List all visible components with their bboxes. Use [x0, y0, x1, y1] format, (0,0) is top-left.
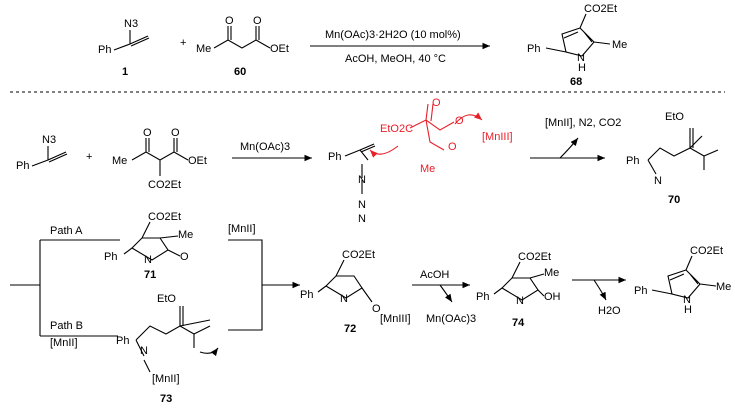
compound-number-70: 70 [668, 194, 680, 206]
ethoxy-label: OEt [188, 155, 207, 167]
methyl-label: Me [178, 229, 193, 241]
conditions-above: Mn(OAc)3·2H2O (10 mol%) [325, 29, 461, 41]
malonate-structure: O O Me OEt CO2Et [112, 127, 207, 191]
compound-number-60: 60 [234, 66, 246, 78]
azide-label: N3 [42, 134, 56, 146]
manganese-label: [MnII] [152, 373, 180, 385]
water-label: H2O [598, 305, 621, 317]
compound-number-68: 68 [570, 76, 582, 88]
reactant-1-structure: N3 Ph 1 [98, 18, 150, 78]
reagent-label: Mn(OAc)3 [240, 141, 290, 153]
methyl-label: Me [112, 155, 127, 167]
path-a-label: Path A [50, 225, 83, 237]
methyl-label: Me [196, 43, 211, 55]
nitrogen-label: N [340, 293, 348, 305]
intermediate-74-structure: CO2Et Me OH Ph N 74 [476, 251, 561, 329]
ester-label: EtO2C [380, 123, 413, 135]
acetic-acid-label: AcOH [420, 269, 449, 281]
ester-label: CO2Et [148, 211, 181, 223]
azide-reactant-row1: N3 Ph [16, 134, 68, 172]
nitrogen-label: N [144, 254, 152, 266]
phenyl-label: Ph [626, 155, 639, 167]
manganese-complex-structure: Ph N N N EtO2C O O O Me [MnIII] [328, 97, 513, 225]
compound-number-1: 1 [122, 66, 128, 78]
ester-label: CO2Et [342, 249, 375, 261]
phenyl-label: Ph [116, 335, 129, 347]
ester-label: CO2Et [518, 251, 551, 263]
methyl-label: Me [420, 163, 435, 175]
compound-number-71: 71 [144, 269, 156, 281]
azide-label: N3 [124, 18, 138, 30]
phenyl-label: Ph [527, 43, 540, 55]
oxygen-ring: O [455, 115, 464, 127]
oxygen-label: O [372, 303, 381, 315]
plus-sign-row1: + [86, 151, 92, 163]
ethoxy-label: EtO [665, 111, 684, 123]
nitrogen-label: N [654, 175, 662, 187]
ester-label: CO2Et [148, 179, 181, 191]
conditions-below: AcOH, MeOH, 40 °C [345, 53, 446, 65]
methyl-label: Me [716, 281, 731, 293]
manganese-acetate-label: Mn(OAc)3 [426, 313, 476, 325]
manganese-ii-label: [MnII] [50, 337, 78, 349]
oxygen-top: O [432, 97, 441, 109]
phenyl-label: Ph [16, 160, 29, 172]
manganese-label: [MnIII] [380, 313, 411, 325]
product-68-structure: CO2Et Ph Me N H 68 [527, 3, 627, 88]
phenyl-label: Ph [476, 291, 489, 303]
ketone-oxygen: O [225, 15, 234, 27]
iminyl-radical-70-structure: EtO Ph N 70 [626, 111, 719, 206]
intermediate-72-structure: CO2Et Ph N O [MnIII] 72 [300, 249, 411, 335]
ester-oxygen: O [253, 15, 262, 27]
carbonyl-oxygen: O [448, 141, 457, 153]
compound-number-74: 74 [512, 317, 525, 329]
phenyl-label: Ph [328, 151, 341, 163]
methyl-label: Me [612, 39, 627, 51]
phenyl-label: Ph [98, 44, 111, 56]
oxygen-1: O [143, 127, 152, 139]
phenyl-label: Ph [300, 289, 313, 301]
phenyl-label: Ph [634, 285, 647, 297]
hydroxyl-label: OH [544, 291, 561, 303]
ethoxy-label: OEt [270, 43, 289, 55]
ester-label: CO2Et [584, 3, 617, 15]
n-atom-2: N [358, 199, 366, 211]
n-atom-3: N [358, 213, 366, 225]
nitrogen-label: N [516, 295, 524, 307]
plus-sign: + [180, 37, 186, 49]
byproducts-label: [MnII], N2, CO2 [545, 117, 621, 129]
path-b-label: Path B [50, 320, 83, 332]
nh-nitrogen: N [577, 52, 585, 64]
methyl-label: Me [544, 267, 559, 279]
radical-71-structure: CO2Et Me Ph N O 71 [104, 211, 193, 281]
n-atom-1: N [358, 174, 366, 186]
nitrogen-label: N [683, 294, 691, 306]
manganese-ii-above: [MnII] [228, 223, 256, 235]
ethoxy-label: EtO [157, 293, 176, 305]
radical-73-structure: EtO Ph N [MnII] 73 [116, 293, 219, 405]
nitrogen-label: N [140, 345, 148, 357]
oxygen-2: O [171, 127, 180, 139]
compound-number-73: 73 [160, 393, 172, 405]
oxygen-radical: O [180, 251, 189, 263]
reactant-60-structure: O O Me OEt 60 [196, 15, 289, 78]
compound-number-72: 72 [344, 323, 356, 335]
nh-hydrogen: H [578, 62, 586, 74]
final-pyrrole-structure: CO2Et Me Ph N H [634, 245, 731, 316]
phenyl-label: Ph [104, 251, 117, 263]
manganese-label: [MnIII] [482, 131, 513, 143]
ester-label: CO2Et [690, 245, 723, 257]
hydrogen-label: H [684, 304, 692, 316]
